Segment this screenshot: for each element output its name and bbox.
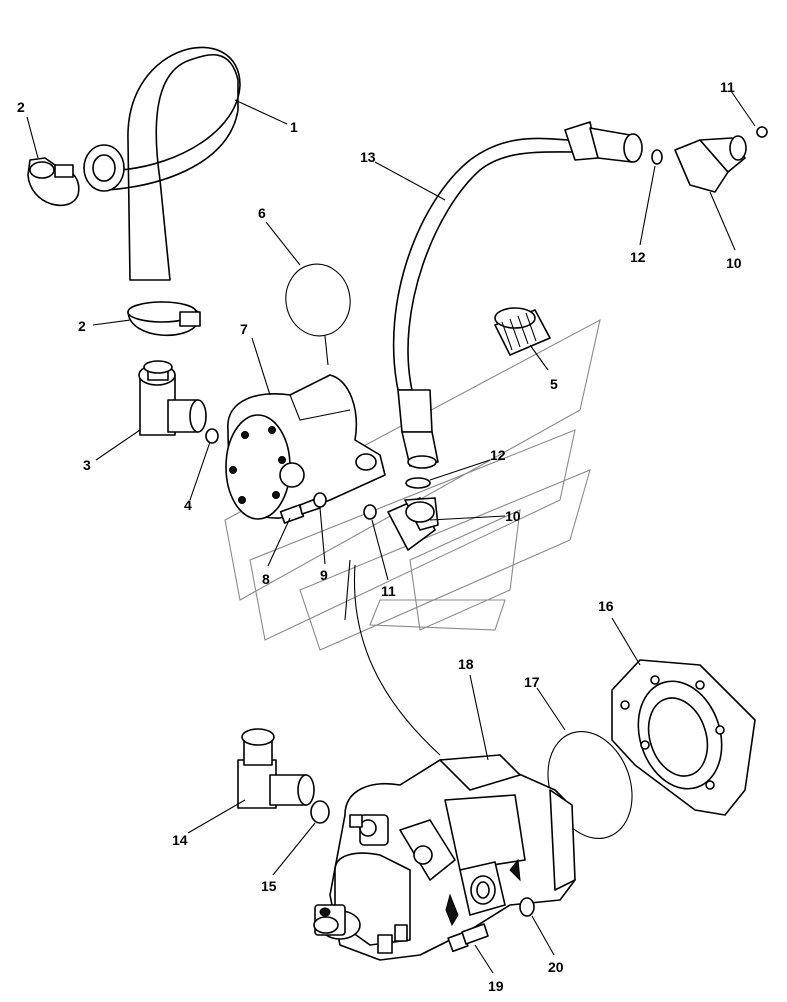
o-ring-12-lower	[405, 477, 431, 489]
callout-11-top: 11	[720, 79, 735, 95]
main-pump-18	[313, 754, 576, 961]
callout-12-lower: 12	[490, 447, 506, 463]
elbow-fitting-10-lower	[387, 497, 439, 551]
mounting-flange-16	[611, 659, 756, 816]
callout-7: 7	[240, 321, 248, 337]
callout-13: 13	[360, 149, 376, 165]
callout-2-bottom: 2	[78, 318, 86, 334]
charge-pump-part	[225, 374, 386, 520]
o-ring-6-line	[324, 335, 329, 366]
callout-6: 6	[258, 205, 266, 221]
leader-lines	[26, 90, 756, 974]
callout-labels: 1 2 2 3 4 5 6 7 8 9 10 10 11 11 12 12 13…	[17, 79, 742, 994]
elbow-fitting-14	[237, 728, 315, 809]
o-ring-6	[285, 263, 351, 337]
callout-12-top: 12	[630, 249, 646, 265]
callout-9: 9	[320, 567, 328, 583]
watermark-logo	[224, 318, 601, 651]
callout-17: 17	[524, 674, 540, 690]
hose-clamp-bottom	[127, 301, 201, 337]
callout-14: 14	[172, 832, 188, 848]
tube-line-2	[344, 559, 351, 621]
callout-10-lower: 10	[505, 508, 521, 524]
callout-1: 1	[290, 119, 298, 135]
callout-2-top: 2	[17, 99, 25, 115]
hydraulic-hose-part	[392, 121, 643, 469]
tube-line	[353, 564, 441, 756]
callout-19: 19	[488, 978, 504, 994]
callout-11-lower: 11	[381, 583, 396, 599]
callout-3: 3	[83, 457, 91, 473]
callout-8: 8	[262, 571, 270, 587]
callout-15: 15	[261, 878, 277, 894]
elbow-fitting-10-top	[674, 135, 747, 193]
strainer-part	[494, 307, 551, 356]
o-ring-4	[205, 428, 219, 444]
o-ring-15	[310, 800, 330, 824]
hose-loop-part	[83, 46, 241, 281]
callout-16: 16	[598, 598, 614, 614]
callout-18: 18	[458, 656, 474, 672]
washer-9	[313, 492, 327, 508]
washer-20	[519, 897, 535, 917]
hose-clamp-top	[27, 157, 80, 207]
o-ring-11-top	[756, 126, 768, 138]
callout-10-top: 10	[726, 255, 742, 271]
callout-5: 5	[550, 376, 558, 392]
callout-20: 20	[548, 959, 564, 975]
elbow-fitting-part	[138, 360, 207, 436]
o-ring-12-top	[651, 149, 663, 165]
callout-4: 4	[184, 497, 192, 513]
bolt-19	[447, 923, 489, 953]
o-ring-11-lower	[363, 504, 377, 520]
